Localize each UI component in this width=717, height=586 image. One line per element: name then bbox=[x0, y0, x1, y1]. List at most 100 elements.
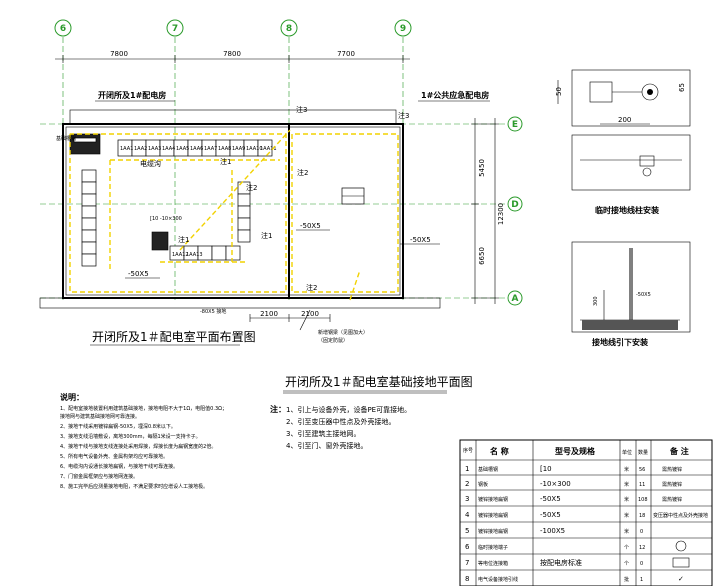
table-cell: -10×300 bbox=[540, 480, 571, 488]
table-cell: 需热镀锌 bbox=[662, 481, 682, 488]
detail1-dim-1: 50 bbox=[555, 87, 563, 96]
table-cell: 个 bbox=[624, 545, 629, 551]
table-cell: 0 bbox=[640, 529, 643, 535]
table-cell: 电气设备接地引线 bbox=[478, 576, 518, 583]
dim-right-total: 12300 bbox=[497, 203, 505, 225]
table-cell: 3 bbox=[465, 495, 469, 503]
table-cell: 变压器中性点及外壳接地 bbox=[653, 512, 708, 519]
dim-right-2: 6650 bbox=[478, 247, 486, 265]
table-cell: 个 bbox=[624, 561, 629, 567]
trench-label: -50X5 bbox=[128, 270, 149, 278]
table-cell: 镀锌接地扁钢 bbox=[478, 528, 508, 535]
note-line: 4、引至门、窗外壳接地。 bbox=[286, 441, 367, 450]
table-cell: -50X5 bbox=[540, 511, 561, 519]
cabinet-row-top: 1AA1 1AA2 1AA3 1AA4 1AA5 1AA6 1AA7 1AA8 … bbox=[117, 139, 277, 157]
left-note-line: 6、电缆沟内设通长接地扁钢，与接地干线可靠连接。 bbox=[60, 463, 178, 470]
detail1-dim-2: 200 bbox=[618, 116, 631, 124]
table-cell: 需热镀锌 bbox=[662, 496, 682, 503]
table-header: 备 注 bbox=[669, 446, 689, 456]
table-cell: 11 bbox=[639, 482, 645, 488]
table-cell: 1 bbox=[640, 577, 643, 583]
left-note-line: 7、门窗金属框架应与接地网连接。 bbox=[60, 473, 138, 480]
room-left-label: 开闭所及1#配电房 bbox=[98, 90, 166, 100]
table-header: 序号 bbox=[463, 447, 473, 454]
small-note: -80X5 接地 bbox=[200, 308, 226, 315]
cabinet-label: 1AA10 bbox=[246, 146, 263, 152]
table-cell: 临时接地端子 bbox=[478, 544, 508, 551]
detail1-title: 临时接地线柱安装 bbox=[595, 205, 659, 215]
axis-label-D: D bbox=[511, 200, 518, 210]
table-cell: 18 bbox=[639, 513, 645, 519]
support-label: 基础槽钢 bbox=[56, 135, 76, 142]
axis-label-E: E bbox=[512, 120, 518, 130]
detail-downlead: 300 -50X5 接地线引下安装 bbox=[571, 241, 691, 347]
floor-plan: 开闭所及1#配电房 1#公共应急配电房 1AA1 1AA2 1AA3 1AA4 … bbox=[39, 90, 490, 346]
axis-label-9: 9 bbox=[400, 24, 406, 34]
table-cell: 批 bbox=[624, 576, 629, 583]
ground-label: 注1 bbox=[220, 157, 231, 166]
left-note-line: 5、所有电气设备外壳、金属构架均应可靠接地。 bbox=[60, 453, 168, 460]
dim-top-2: 7800 bbox=[223, 50, 241, 58]
ground-label: 注2 bbox=[246, 183, 257, 192]
axis-label-6: 6 bbox=[60, 24, 66, 34]
cabinet-label: 1AA11 bbox=[260, 146, 277, 152]
cabinet-label: 1AA8 bbox=[218, 146, 231, 152]
table-cell: 5 bbox=[465, 527, 469, 535]
door-note: 新增钢梁（见图加大） bbox=[318, 329, 368, 336]
table-cell: 8 bbox=[465, 575, 469, 583]
note-line: 3、引至建筑主接地网。 bbox=[286, 429, 360, 438]
note-line: 1、引上与设备外壳，设备PE可靠接地。 bbox=[286, 405, 411, 414]
table-cell: [10 bbox=[540, 465, 552, 473]
left-note-line: 接地网与建筑基础接地网可靠连接。 bbox=[60, 413, 140, 420]
left-note-line: 3、接地支线沿墙敷设，离地300mm，每隔1米设一支持卡子。 bbox=[60, 433, 201, 440]
table-cell: 需热镀锌 bbox=[662, 466, 682, 473]
ground-label: 注1 bbox=[261, 231, 272, 240]
ground-label: 注2 bbox=[306, 283, 317, 292]
trench-label: -50X5 bbox=[410, 236, 431, 244]
table-cell: ✓ bbox=[678, 575, 684, 583]
left-note-line: 4、接地干线与接地支线连接处采用焊接，焊接长度为扁钢宽度的2倍。 bbox=[60, 443, 216, 450]
axis-label-7: 7 bbox=[172, 24, 178, 34]
table-cell: 56 bbox=[639, 467, 645, 473]
cabinet-label: 1AA7 bbox=[204, 146, 217, 152]
room-right-label: 1#公共应急配电房 bbox=[421, 90, 489, 100]
table-cell: 米 bbox=[624, 481, 629, 488]
dim-top-3: 7700 bbox=[337, 50, 355, 58]
table-cell: 钢板 bbox=[478, 481, 488, 488]
top-dimension: 7800 7800 7700 bbox=[55, 50, 410, 63]
plan-title: 开闭所及1＃配电室平面布置图 bbox=[92, 329, 256, 344]
right-dimension: 5450 6650 12300 bbox=[471, 118, 505, 304]
trench-label: -50X5 bbox=[300, 222, 321, 230]
detail2-dim-1: 300 bbox=[593, 296, 599, 306]
table-header: 单位 bbox=[622, 449, 632, 456]
table-cell: 等电位连接箱 bbox=[478, 560, 508, 567]
table-header: 数量 bbox=[638, 449, 648, 456]
cabinet-label: 1AA3 bbox=[148, 146, 161, 152]
cabinet-row-middle: 1AA12 1AA13 bbox=[151, 181, 251, 261]
table-cell: 米 bbox=[624, 496, 629, 503]
table-cell: 镀锌接地扁钢 bbox=[478, 496, 508, 503]
table-cell: 基础槽钢 bbox=[478, 466, 498, 473]
cabinet-label: 1AA5 bbox=[176, 146, 189, 152]
cabinet-label: 1AA4 bbox=[162, 146, 175, 152]
axis-label-A: A bbox=[512, 294, 519, 304]
table-header: 型号及规格 bbox=[555, 446, 596, 456]
cabinet-column-left bbox=[69, 133, 101, 267]
table-cell: 米 bbox=[624, 466, 629, 473]
notes-heading: 注： bbox=[270, 404, 286, 414]
grounding-terminal-icon bbox=[675, 540, 687, 552]
notes-block: 注： 1、引上与设备外壳，设备PE可靠接地。 2、引至变压器中性点及外壳接地。 … bbox=[270, 404, 411, 450]
material-table: 序号 名 称 型号及规格 单位 数量 备 注 1 基础槽钢 [10 米 56 需… bbox=[459, 439, 713, 586]
grounding-network bbox=[69, 129, 399, 301]
bottom-dimension: 2100 2100 bbox=[249, 310, 331, 322]
ground-label: 注2 bbox=[297, 168, 308, 177]
cabinet-label: 1AA1 bbox=[120, 146, 133, 152]
table-cell: 1 bbox=[465, 465, 469, 473]
note-line: 2、引至变压器中性点及外壳接地。 bbox=[286, 417, 395, 426]
detail2-title: 接地线引下安装 bbox=[592, 337, 648, 347]
ground-label: 注1 bbox=[178, 235, 189, 244]
left-notes-heading: 说明： bbox=[60, 392, 84, 402]
door-note-2: （固定防鼠） bbox=[318, 337, 348, 344]
